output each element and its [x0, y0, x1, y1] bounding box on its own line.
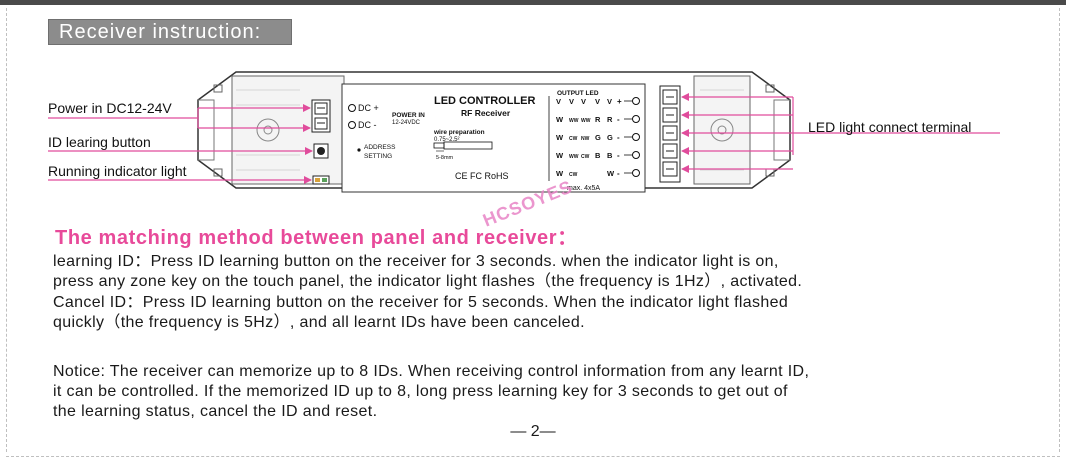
output-cell: G: [595, 133, 601, 142]
power-terminal-block: [311, 99, 331, 133]
output-cell: NW: [581, 136, 590, 142]
device-title: LED CONTROLLER: [434, 95, 535, 107]
output-cell: V: [595, 97, 600, 106]
wire-gauge-label: 0.75~2.5²: [434, 137, 460, 143]
cancel-line-2: quickly（the frequency is 5Hz）, and all l…: [53, 314, 585, 331]
cancel-id-paragraph: Cancel ID：Press ID learning button on th…: [53, 293, 1043, 333]
output-cell: B: [607, 151, 613, 160]
output-polarity: -: [617, 169, 620, 178]
address-setting-line1: ADDRESS: [364, 144, 396, 151]
max-rating-label: max. 4x5A: [567, 185, 600, 192]
dc-plus-label: DC +: [358, 103, 379, 113]
indicator-light: [312, 175, 330, 185]
output-cell: W: [556, 133, 564, 142]
output-polarity: -: [617, 151, 620, 160]
matching-heading: The matching method between panel and re…: [55, 227, 578, 249]
device-subtitle: RF Receiver: [461, 108, 511, 118]
callout-id-button: ID learing button: [48, 134, 151, 150]
notice-paragraph: Notice: The receiver can memorize up to …: [53, 362, 1043, 422]
callout-lines: [48, 93, 1000, 184]
callout-led-terminal: LED light connect terminal: [808, 119, 971, 135]
output-cell: R: [607, 115, 613, 124]
output-terminal-point: [632, 115, 640, 123]
page-border-left: [6, 8, 7, 452]
output-cell: W: [556, 169, 564, 178]
controller-label-panel: [341, 83, 646, 193]
output-cell: WW: [581, 118, 591, 124]
page-border-right: [1059, 8, 1060, 452]
output-cell: W: [607, 169, 615, 178]
output-cell: B: [595, 151, 601, 160]
output-cell: CW: [569, 172, 578, 178]
top-bar: [0, 0, 1066, 5]
learning-id-paragraph: learning ID：Press ID learning button on …: [53, 252, 1043, 292]
output-cell: G: [607, 133, 613, 142]
id-learning-button: [313, 143, 329, 159]
section-title: Receiver instruction:: [48, 19, 292, 45]
learning-line-1: learning ID：Press ID learning button on …: [53, 253, 779, 270]
output-polarity: -: [617, 133, 620, 142]
output-cell: W: [556, 115, 564, 124]
output-cell: WW: [569, 154, 579, 160]
page-number: — 2—: [510, 423, 556, 440]
dc-minus-label: DC -: [358, 120, 377, 130]
output-cell: CW: [569, 136, 578, 142]
output-polarity: -: [617, 115, 620, 124]
callout-power-in: Power in DC12-24V: [48, 100, 172, 116]
address-setting-line2: SETTING: [364, 153, 392, 160]
notice-line-1: Notice: The receiver can memorize up to …: [53, 363, 810, 380]
wire-preparation-label: wire preparation: [433, 129, 485, 136]
output-terminal-point: [632, 151, 640, 159]
output-terminal-point: [632, 97, 640, 105]
output-cell: R: [595, 115, 601, 124]
certification-marks: CE FC RoHS: [455, 171, 509, 181]
cancel-line-1: Cancel ID：Press ID learning button on th…: [53, 294, 789, 311]
power-in-range: 12-24VDC: [392, 120, 421, 126]
output-terminal-point: [632, 133, 640, 141]
output-cell: V: [607, 97, 612, 106]
output-terminal-block: [659, 85, 681, 183]
output-cell: V: [556, 97, 561, 106]
page-border-bottom: [6, 456, 1060, 457]
output-cell: V: [581, 97, 586, 106]
output-cell: W: [556, 151, 564, 160]
output-cell: WW: [569, 118, 579, 124]
wire-length-label: 5-8mm: [436, 155, 454, 161]
output-cell: CW: [581, 154, 590, 160]
output-terminal-point: [632, 169, 640, 177]
output-led-header: OUTPUT LED: [557, 90, 599, 97]
callout-indicator-light: Running indicator light: [48, 163, 187, 179]
notice-line-2: it can be controlled. If the memorized I…: [53, 383, 788, 400]
power-in-label: POWER IN: [392, 112, 425, 119]
notice-line-3: the learning status, cancel the ID and r…: [53, 403, 378, 420]
output-cell: V: [569, 97, 574, 106]
receiver-diagram: DC + DC - POWER IN 12-24VDC ADDRESS SETT…: [48, 71, 1000, 193]
output-polarity: +: [617, 97, 622, 106]
learning-line-2: press any zone key on the touch panel, t…: [53, 273, 803, 290]
